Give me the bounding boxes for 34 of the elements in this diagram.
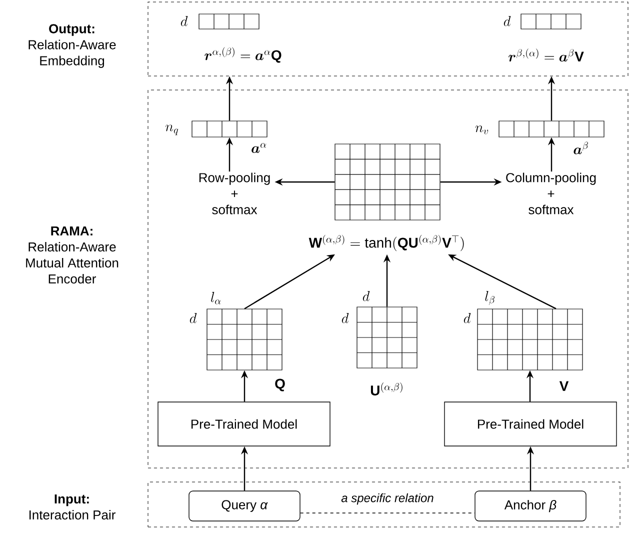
model-box: Pre-Trained Model <box>158 402 330 446</box>
section-label: RAMA: Relation-Aware Mutual Attention Encoder <box>26 226 118 284</box>
math-label: $d$ <box>504 16 511 26</box>
math-label: $\boldsymbol{a}^{\alpha}$ <box>252 143 266 153</box>
operation-text: Column-pooling + softmax <box>506 172 596 214</box>
matrix-grid <box>356 306 418 368</box>
edge-label: a specific relation <box>339 491 436 507</box>
math-label: $d$ <box>180 16 188 26</box>
math-label: $\mathbf{U}^{(\alpha,\beta)}$ <box>370 382 402 396</box>
math-label: $n_v$ <box>475 126 488 134</box>
matrix-grid <box>334 144 440 220</box>
math-label: $l_{\alpha}$ <box>211 292 221 304</box>
matrix-grid <box>206 308 282 370</box>
formula: $\mathbf{W}^{(\alpha,\beta)} = \tanh(\mathbf{Q}\mathbf{U}^{(\alpha,\beta)}\mathbf{V}^{\top})$ <box>308 234 464 252</box>
math-label: $d$ <box>342 313 349 324</box>
vector-grid <box>192 120 268 138</box>
math-label: $\boldsymbol{a}^{\beta}$ <box>574 142 588 154</box>
math-label: $\boldsymbol{r}^{\beta,(\alpha)} = \boldsymbol{a}^{\beta}\mathbf{V}$ <box>508 48 584 62</box>
math-label: $n_q$ <box>166 124 178 136</box>
vector-grid <box>498 120 604 138</box>
input-box: Anchor β <box>474 490 586 522</box>
operation-text: Row-pooling + softmax <box>199 172 270 214</box>
math-label: $\mathbf{Q}$ <box>275 378 285 392</box>
section-label: Output: Relation-Aware Embedding <box>28 24 116 68</box>
matrix-grid <box>477 308 583 370</box>
math-label: $\mathbf{V}$ <box>559 381 569 391</box>
math-label: $d$ <box>464 313 471 324</box>
section-label: Input: Interaction Pair <box>30 494 116 520</box>
input-box: Query α <box>188 490 300 522</box>
math-label: $d$ <box>190 313 197 324</box>
math-label: $l_{\beta}$ <box>485 290 495 306</box>
math-label: $\boldsymbol{r}^{\alpha,(\beta)} = \boldsymbol{a}^{\alpha}\mathbf{Q}$ <box>204 47 282 63</box>
model-box: Pre-Trained Model <box>444 402 617 446</box>
math-label: $d$ <box>362 291 370 302</box>
